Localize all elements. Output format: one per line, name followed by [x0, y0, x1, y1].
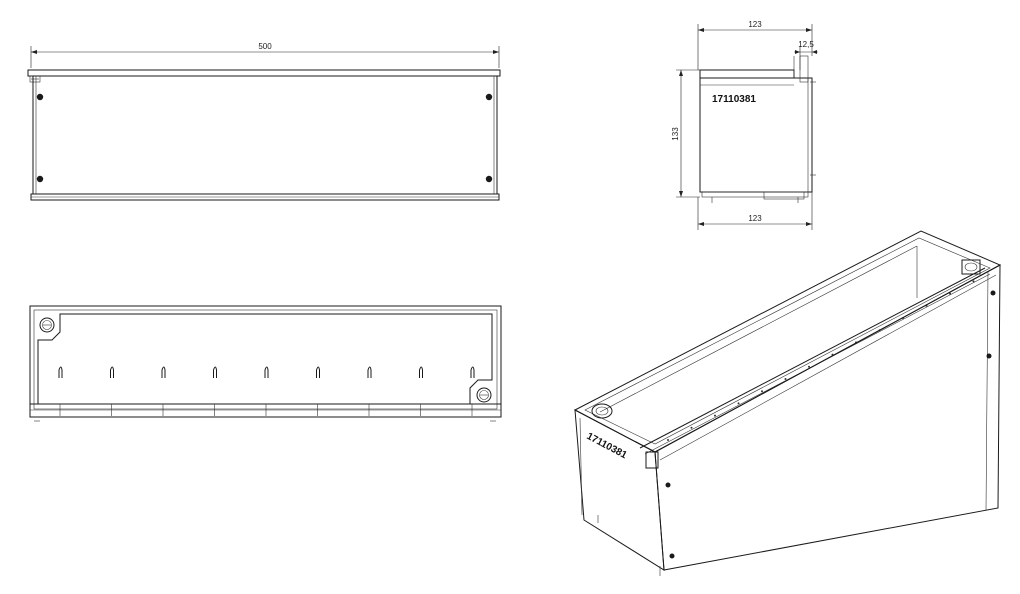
side-view: 123 12,5 133 17110381 123: [671, 20, 818, 230]
flange-dimension-label: 12,5: [798, 40, 814, 49]
corner-plug-right: [476, 387, 492, 403]
corner-plug-left: [39, 317, 55, 333]
rail-rivet: [690, 426, 693, 429]
iso-front-face: [654, 264, 1001, 571]
iso-part-number: 17110381: [585, 431, 629, 462]
divider-clip: [110, 366, 114, 378]
rail-rivet: [667, 439, 669, 441]
rail-rivet: [972, 280, 975, 283]
iso-corner-plug: [591, 403, 613, 419]
divider-clips: [58, 366, 475, 378]
rail-rivet: [737, 402, 740, 405]
divider-clip: [161, 366, 166, 378]
divider-clip: [470, 366, 475, 378]
top-view: [29, 305, 502, 422]
iso-end-face: [574, 409, 665, 571]
divider-clip: [316, 366, 320, 378]
mounting-hole: [485, 93, 493, 101]
width-dimension-label: 500: [258, 42, 272, 51]
mounting-hole: [669, 553, 675, 559]
iso-corner-plug-far: [961, 259, 981, 275]
rail-rivet: [784, 378, 787, 380]
divider-clip: [213, 366, 217, 378]
front-view: 500: [27, 42, 501, 201]
top-view-outline: [29, 305, 502, 418]
mounting-hole: [990, 290, 996, 296]
inner-cavity: [37, 313, 493, 405]
side-rim: [699, 69, 795, 79]
front-panel: [32, 75, 498, 195]
side-part-number: 17110381: [712, 94, 756, 105]
front-top-rim: [27, 69, 501, 77]
mounting-hole: [485, 175, 493, 183]
divider-clip: [58, 366, 63, 378]
bottom-width-dimension-label: 123: [748, 214, 762, 223]
top-width-dimension-label: 123: [748, 20, 762, 29]
mounting-hole: [665, 482, 671, 488]
divider-clip: [419, 366, 423, 378]
rail-rivet: [761, 390, 763, 393]
rail-rivets: [667, 280, 975, 441]
iso-top-rim: [573, 230, 1002, 453]
mounting-hole: [36, 93, 44, 101]
iso-connector: [645, 451, 659, 469]
height-dimension-label: 133: [671, 127, 680, 141]
rail-rivet: [808, 365, 810, 368]
divider-clip: [367, 366, 372, 378]
rail-ticks: [59, 404, 473, 416]
isometric-view: 17110381: [573, 230, 1002, 576]
divider-clip: [264, 366, 269, 378]
rail-rivet: [714, 414, 716, 417]
rail-rivet: [949, 292, 951, 295]
mounting-hole: [986, 353, 992, 359]
mounting-hole: [36, 175, 44, 183]
